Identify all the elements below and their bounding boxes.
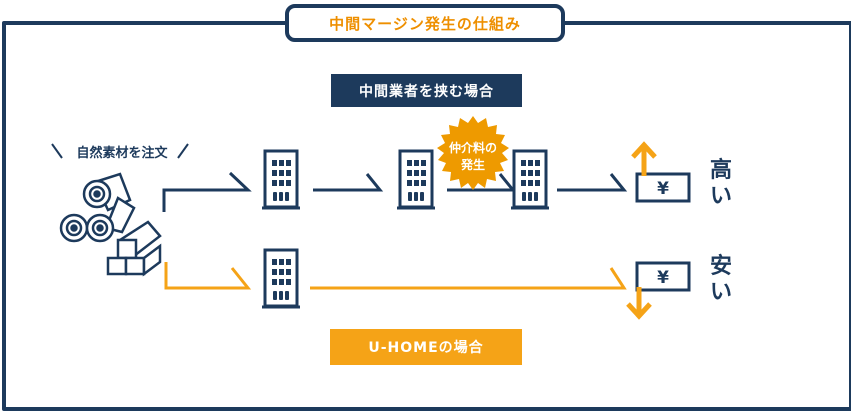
yen-symbol-high: ¥ (657, 179, 669, 199)
starburst-badge-icon (437, 116, 509, 190)
fee-badge-line2: 発生 (460, 158, 485, 172)
fee-badge-text: 仲介料の 発生 (434, 140, 512, 174)
building-icon (260, 149, 302, 210)
uhome-flow-lines (164, 262, 627, 290)
arrow-down-icon (626, 287, 652, 320)
yen-symbol-low: ¥ (657, 268, 669, 288)
label-slash-left (51, 143, 63, 159)
middleman-case-label-text: 中間業者を挟む場合 (359, 83, 494, 100)
uhome-case-label: U-HOMEの場合 (330, 329, 522, 365)
building-icon (509, 149, 551, 210)
building-icon (395, 149, 437, 210)
uhome-case-label-text: U-HOMEの場合 (368, 340, 484, 356)
price-low-char1: 安 (709, 254, 732, 279)
price-low-char2: い (709, 280, 732, 305)
price-high-text: 高 い (707, 158, 735, 210)
price-high-char1: 高 (709, 158, 732, 183)
price-high-char2: い (709, 184, 732, 209)
middleman-flow-lines (162, 171, 628, 212)
arrow-up-icon (631, 141, 657, 176)
material-order-label: 自然素材を注文 (76, 146, 168, 161)
price-tag-icon (635, 172, 691, 203)
diagram-title-text: 中間マージン発生の仕組み (329, 14, 521, 33)
fee-badge-line1: 仲介料の (448, 141, 497, 155)
price-tag-icon (635, 261, 691, 292)
label-slash-right (177, 143, 189, 159)
price-low-text: 安 い (707, 254, 735, 306)
wood-logs-icon (59, 172, 162, 277)
building-icon (260, 248, 302, 309)
diagram-title: 中間マージン発生の仕組み (285, 4, 565, 42)
middleman-case-label: 中間業者を挟む場合 (331, 74, 522, 107)
